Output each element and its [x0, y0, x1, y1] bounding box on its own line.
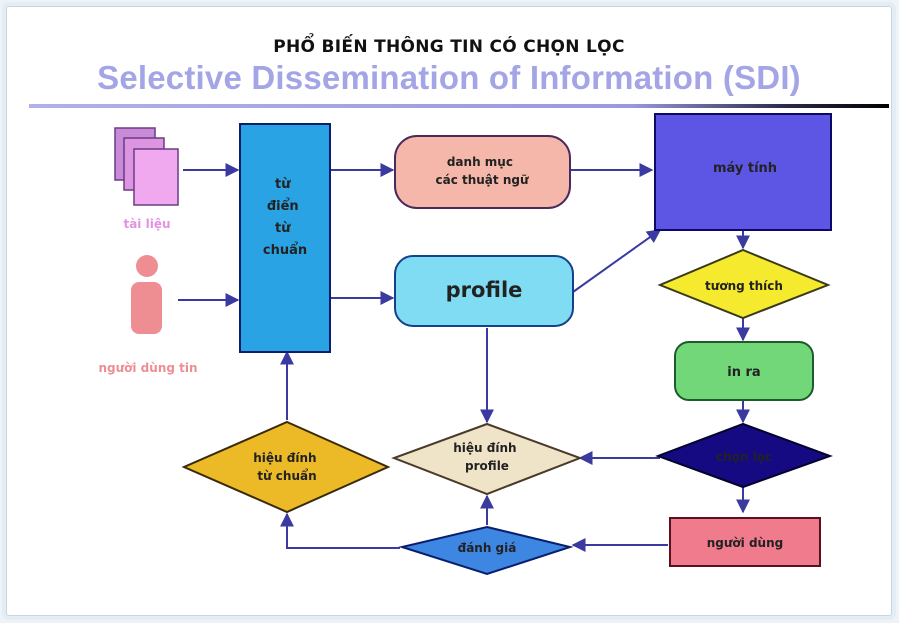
dictionary-line-3: từ — [275, 221, 291, 236]
slide-title-english: Selective Dissemination of Information (… — [97, 59, 801, 96]
svg-text:từ điển từ c: từ điển từ chuẩn — [263, 177, 307, 258]
documents-label: tài liệu — [123, 217, 170, 231]
node-dictionary: từ điển từ chuẩn — [239, 123, 331, 353]
node-term-list: danh mục các thuật ngữ — [394, 135, 571, 209]
term-list-line-2: các thuật ngữ — [435, 173, 528, 187]
node-revise-dictionary: hiệu đính từ chuẩn — [181, 420, 391, 514]
connectors — [178, 163, 750, 552]
svg-text:danh mục các thuật ngữ: danh mục các thuật ngữ — [435, 155, 528, 187]
node-revise-profile: hiệu đính profile — [391, 422, 583, 496]
dictionary-line-2: điển — [267, 198, 299, 214]
svg-text:hiệu đính profile: hiệu đính profile — [453, 441, 521, 473]
person-icon — [131, 255, 162, 334]
select-label: chọn lọc — [716, 450, 772, 464]
node-computer: máy tính — [654, 113, 832, 231]
node-profile: profile — [394, 255, 574, 327]
documents-icon — [114, 127, 179, 206]
node-select: chọn lọc — [655, 422, 833, 489]
evaluate-label: đánh giá — [458, 541, 517, 555]
match-label: tương thích — [705, 279, 783, 293]
profile-label: profile — [446, 278, 523, 302]
title-divider — [29, 104, 889, 108]
revise-dictionary-line-2: từ chuẩn — [257, 468, 316, 483]
print-label: in ra — [727, 365, 760, 380]
slide-title-vietnamese: PHỔ BIẾN THÔNG TIN CÓ CHỌN LỌC — [273, 37, 625, 57]
svg-text:hiệu đính từ chuẩn: hiệu đính từ chuẩn — [253, 451, 321, 483]
arrow-profile-to-computer — [572, 229, 662, 293]
computer-label: máy tính — [713, 161, 777, 176]
user-source-label: người dùng tin — [98, 361, 197, 375]
term-list-line-1: danh mục — [447, 155, 513, 169]
revise-profile-line-2: profile — [465, 459, 509, 473]
revise-dictionary-line-1: hiệu đính — [253, 451, 316, 465]
user-node-label: người dùng — [707, 536, 783, 550]
revise-profile-line-1: hiệu đính — [453, 441, 516, 455]
node-evaluate: đánh giá — [398, 525, 574, 576]
dictionary-line-4: chuẩn — [263, 242, 307, 258]
node-print: in ra — [674, 341, 814, 401]
dictionary-line-1: từ — [275, 177, 291, 192]
node-match: tương thích — [657, 248, 831, 320]
arrow-evaluate-to-revise-dictionary — [280, 512, 400, 549]
node-user: người dùng — [669, 517, 821, 567]
